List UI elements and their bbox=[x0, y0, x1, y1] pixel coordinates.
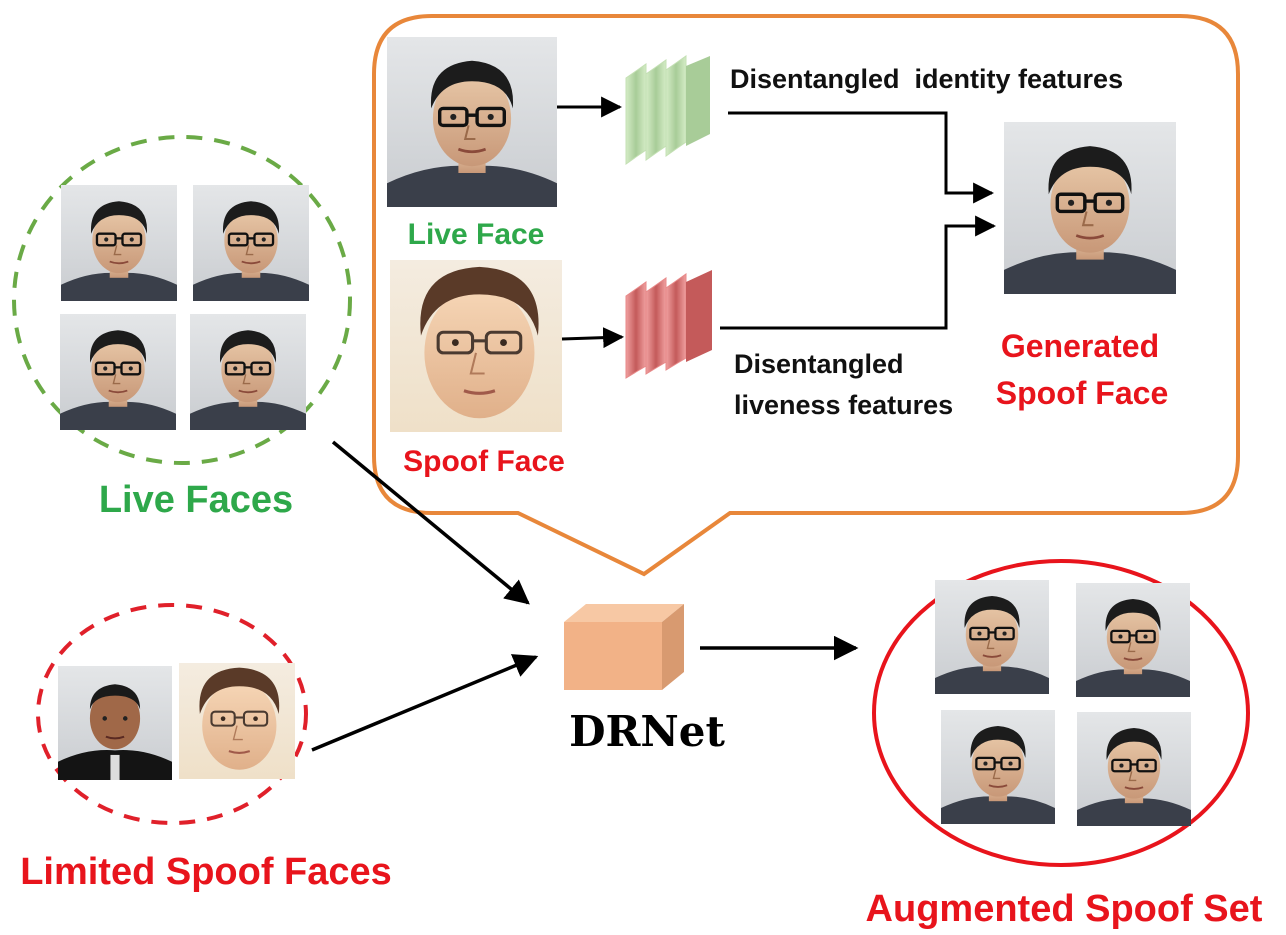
spoof-face-image bbox=[390, 260, 562, 432]
augmented-face-thumb-3 bbox=[941, 710, 1055, 824]
liveness-features-label-line1: Disentangled bbox=[734, 349, 904, 379]
spoof-faces-to-drnet-arrow bbox=[311, 654, 539, 752]
live-face-thumb-4 bbox=[190, 314, 306, 430]
generated-label-line2: Spoof Face bbox=[996, 375, 1168, 411]
live-face-thumb-2 bbox=[193, 185, 309, 301]
live-face-image bbox=[387, 37, 557, 207]
augmented-spoof-set-label: Augmented Spoof Set bbox=[866, 888, 1263, 930]
liveness-features-label-line2: liveness features bbox=[734, 390, 953, 420]
liveness-to-generated-arrow bbox=[720, 215, 997, 330]
spoof-face-thumb-2 bbox=[179, 663, 295, 779]
identity-features-label: Disentangled identity features bbox=[730, 64, 1123, 94]
identity-feature-block bbox=[625, 55, 710, 165]
callout-bubble bbox=[372, 14, 1240, 577]
spoof-face-label: Spoof Face bbox=[403, 445, 565, 478]
live-faces-to-drnet-arrow bbox=[331, 440, 530, 605]
drnet-box bbox=[564, 604, 684, 690]
liveness-feature-block bbox=[625, 270, 712, 379]
generated-label-line1: Generated bbox=[1001, 328, 1159, 364]
drnet-label: DRNet bbox=[569, 707, 725, 756]
live-face-thumb-1 bbox=[61, 185, 177, 301]
augmented-face-thumb-1 bbox=[935, 580, 1049, 694]
spoof-face-thumb-1 bbox=[58, 666, 172, 780]
identity-to-generated-arrow bbox=[728, 111, 995, 204]
augmented-face-thumb-2 bbox=[1076, 583, 1190, 697]
spoof-to-liveness-arrow bbox=[561, 327, 625, 349]
augmented-set-circle bbox=[872, 559, 1250, 867]
live-face-thumb-3 bbox=[60, 314, 176, 430]
limited-spoof-faces-label: Limited Spoof Faces bbox=[20, 851, 392, 893]
augmented-face-thumb-4 bbox=[1077, 712, 1191, 826]
limited-spoof-circle bbox=[36, 603, 308, 825]
live-faces-circle bbox=[12, 135, 352, 465]
generated-spoof-face-image bbox=[1004, 122, 1176, 294]
live-faces-label: Live Faces bbox=[99, 479, 293, 521]
live-face-label: Live Face bbox=[408, 218, 545, 251]
